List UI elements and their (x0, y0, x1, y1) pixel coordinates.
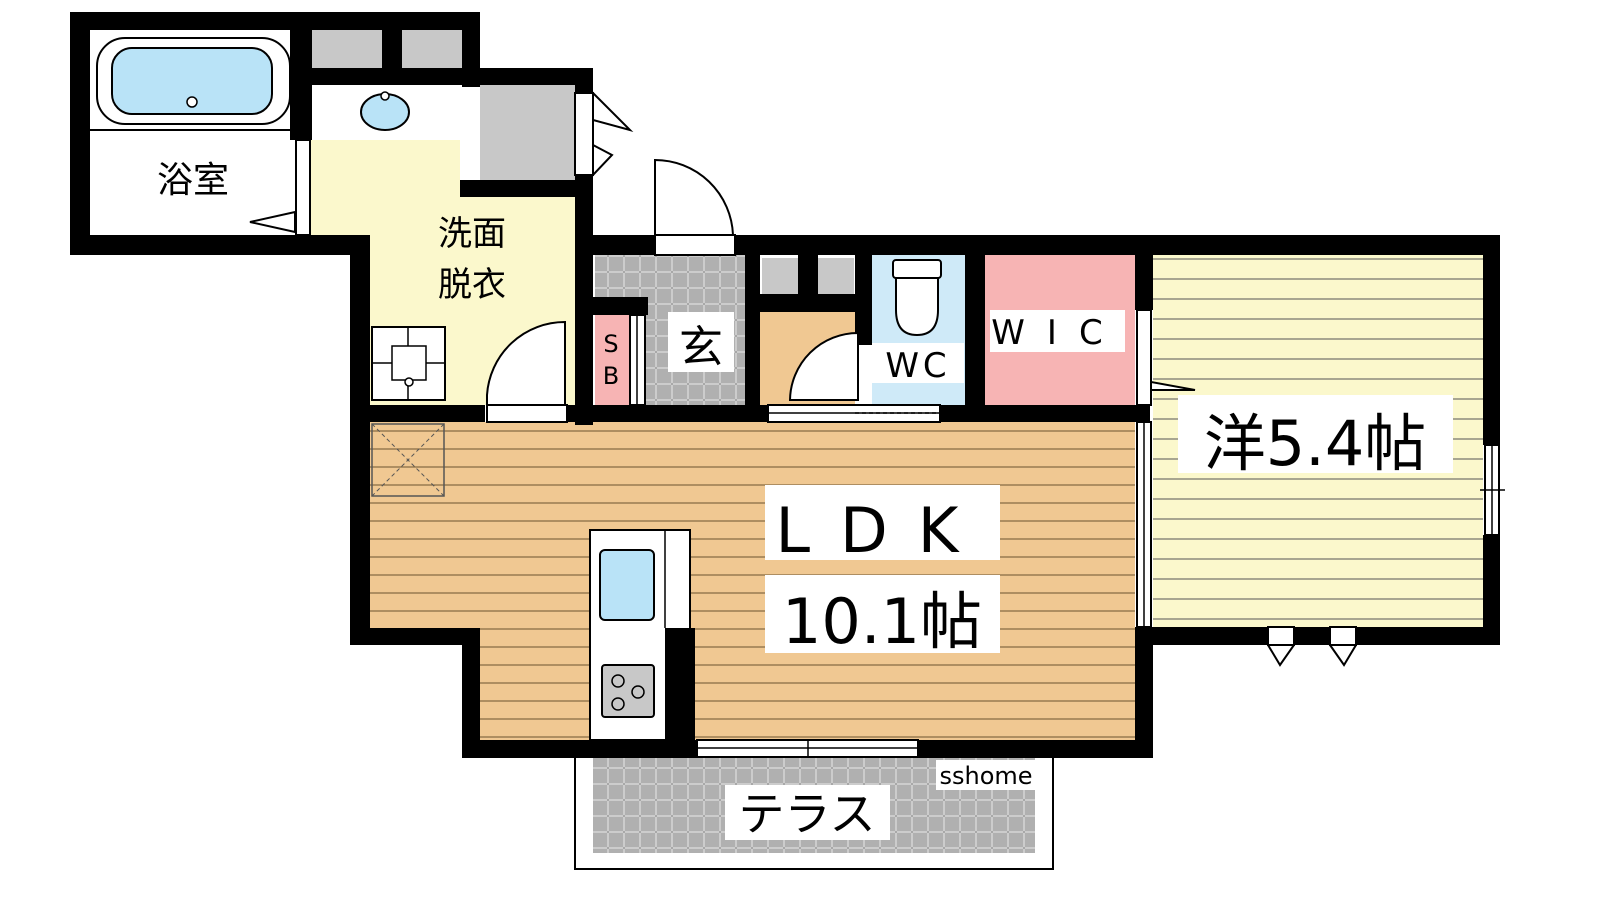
label-shoebox-line1: S (603, 330, 618, 358)
label-wic: WIC (991, 313, 1124, 353)
label-ldk-bg-2 (765, 575, 1000, 653)
window-lines (636, 315, 1505, 757)
label-entrance-bg (668, 312, 734, 372)
bathtub-drain (186, 96, 198, 108)
bathtub-water (111, 47, 273, 115)
label-shoebox-line2: B (603, 362, 619, 390)
washroom-floor (300, 140, 575, 405)
shoebox-floor (595, 315, 630, 405)
label-entrance: 玄 (679, 322, 723, 373)
label-terrace-bg (725, 785, 890, 840)
label-western: 洋5.4帖 (1204, 407, 1427, 480)
label-wic-bg (990, 310, 1125, 352)
faucet (380, 91, 390, 101)
label-ldk-bg-1 (765, 485, 1000, 560)
ldk-floor (370, 422, 1135, 740)
label-ldk-line1: LDK (776, 494, 989, 567)
watermark-text: sshome (939, 762, 1032, 790)
storage-mid-left (762, 258, 798, 294)
refrigerator-space (371, 423, 445, 497)
storage-closet (480, 85, 575, 180)
label-washroom-line2: 脱衣 (438, 265, 506, 305)
label-bath: 浴室 (157, 160, 229, 201)
storage-top-left (312, 30, 382, 68)
stove (601, 664, 655, 718)
toilet-bowl (895, 277, 939, 337)
walls (70, 12, 1500, 758)
label-ldk-line2: 10.1帖 (782, 585, 982, 658)
label-washroom-line1: 洗面 (438, 214, 506, 254)
kitchen-sink (599, 549, 655, 621)
watermark-bg (936, 760, 1036, 790)
storage-mid-right (818, 258, 854, 294)
toilet-tank (892, 259, 942, 279)
label-wc-bg (872, 343, 964, 383)
label-wc: WC (885, 346, 950, 386)
label-terrace: テラス (738, 787, 875, 841)
label-western-bg (1178, 395, 1453, 473)
storage-top-right (402, 30, 462, 68)
